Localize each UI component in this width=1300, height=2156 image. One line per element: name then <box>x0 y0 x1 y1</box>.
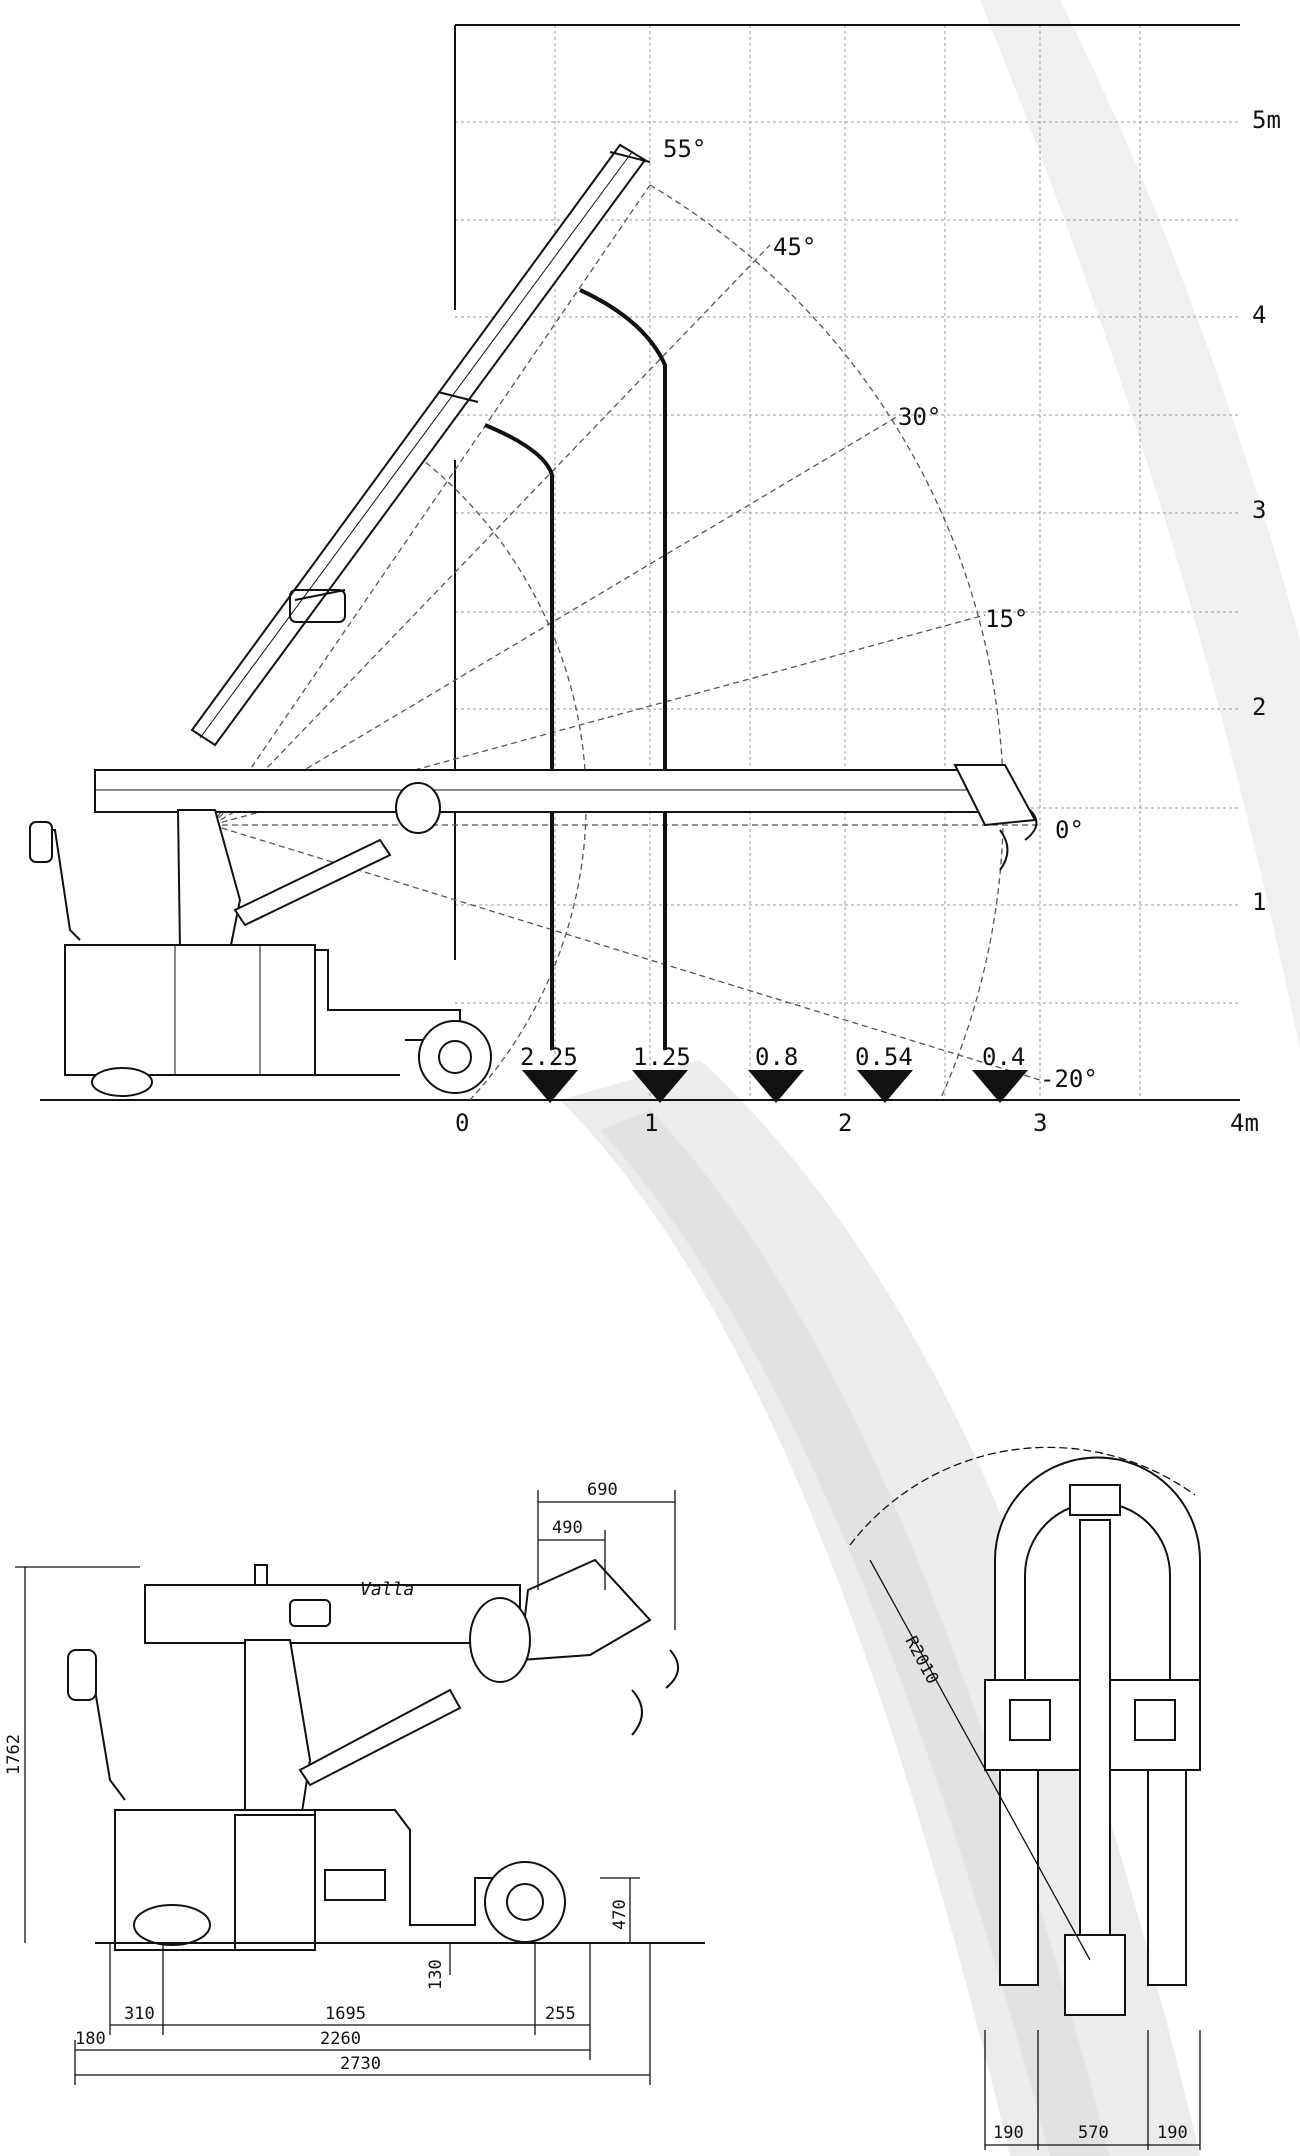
dim-310: 310 <box>124 2004 155 2024</box>
dim-130: 130 <box>426 1959 446 1990</box>
x-tick-4m: 4m <box>1230 1109 1259 1137</box>
load-1-25: 1.25 <box>633 1043 691 1071</box>
y-tick-3: 3 <box>1252 496 1266 524</box>
load-0-8: 0.8 <box>755 1043 798 1071</box>
dim-490: 490 <box>552 1518 583 1538</box>
dim-1762: 1762 <box>4 1734 24 1775</box>
load-0-54: 0.54 <box>855 1043 913 1071</box>
side-view-drawing: Valla 690 490 1762 470 130 <box>4 1480 705 2085</box>
dim-255: 255 <box>545 2004 576 2024</box>
dim-180: 180 <box>75 2029 106 2049</box>
angle-15: 15° <box>985 605 1028 633</box>
dim-470: 470 <box>610 1899 630 1930</box>
dim-2730: 2730 <box>340 2054 381 2074</box>
load-markers <box>522 1070 1028 1103</box>
angle-45: 45° <box>773 233 816 261</box>
crane-side-illustration <box>29 143 1038 1097</box>
x-tick-1: 1 <box>644 1109 658 1137</box>
load-chart-grid <box>455 25 1240 1100</box>
width-left: 190 <box>993 2123 1024 2143</box>
angle-0: 0° <box>1055 816 1084 844</box>
brand-logo-text: Valla <box>360 1579 414 1600</box>
x-tick-2: 2 <box>838 1109 852 1137</box>
y-tick-4: 4 <box>1252 301 1266 329</box>
dim-690: 690 <box>587 1480 618 1500</box>
y-tick-5m: 5m <box>1252 106 1281 134</box>
dim-2260: 2260 <box>320 2029 361 2049</box>
y-tick-1: 1 <box>1252 888 1266 916</box>
x-tick-0: 0 <box>455 1109 469 1137</box>
radius-label: R2010 <box>901 1633 943 1688</box>
load-limit-curves <box>484 288 667 1050</box>
y-tick-2: 2 <box>1252 693 1266 721</box>
angle-minus-20: -20° <box>1040 1065 1098 1093</box>
load-chart: 5m 4 3 2 1 0 1 2 3 4m 55° 45° 30° 15° 0°… <box>29 24 1281 1137</box>
dim-1695: 1695 <box>325 2004 366 2024</box>
angle-30: 30° <box>898 403 941 431</box>
top-view-drawing: R2010 190 570 190 <box>849 1446 1201 2150</box>
x-tick-3: 3 <box>1033 1109 1047 1137</box>
load-0-4: 0.4 <box>982 1043 1025 1071</box>
angle-55: 55° <box>663 135 706 163</box>
load-2-25: 2.25 <box>520 1043 578 1071</box>
boom-angle-rays <box>211 184 1041 1101</box>
width-center: 570 <box>1078 2123 1109 2143</box>
width-right: 190 <box>1157 2123 1188 2143</box>
